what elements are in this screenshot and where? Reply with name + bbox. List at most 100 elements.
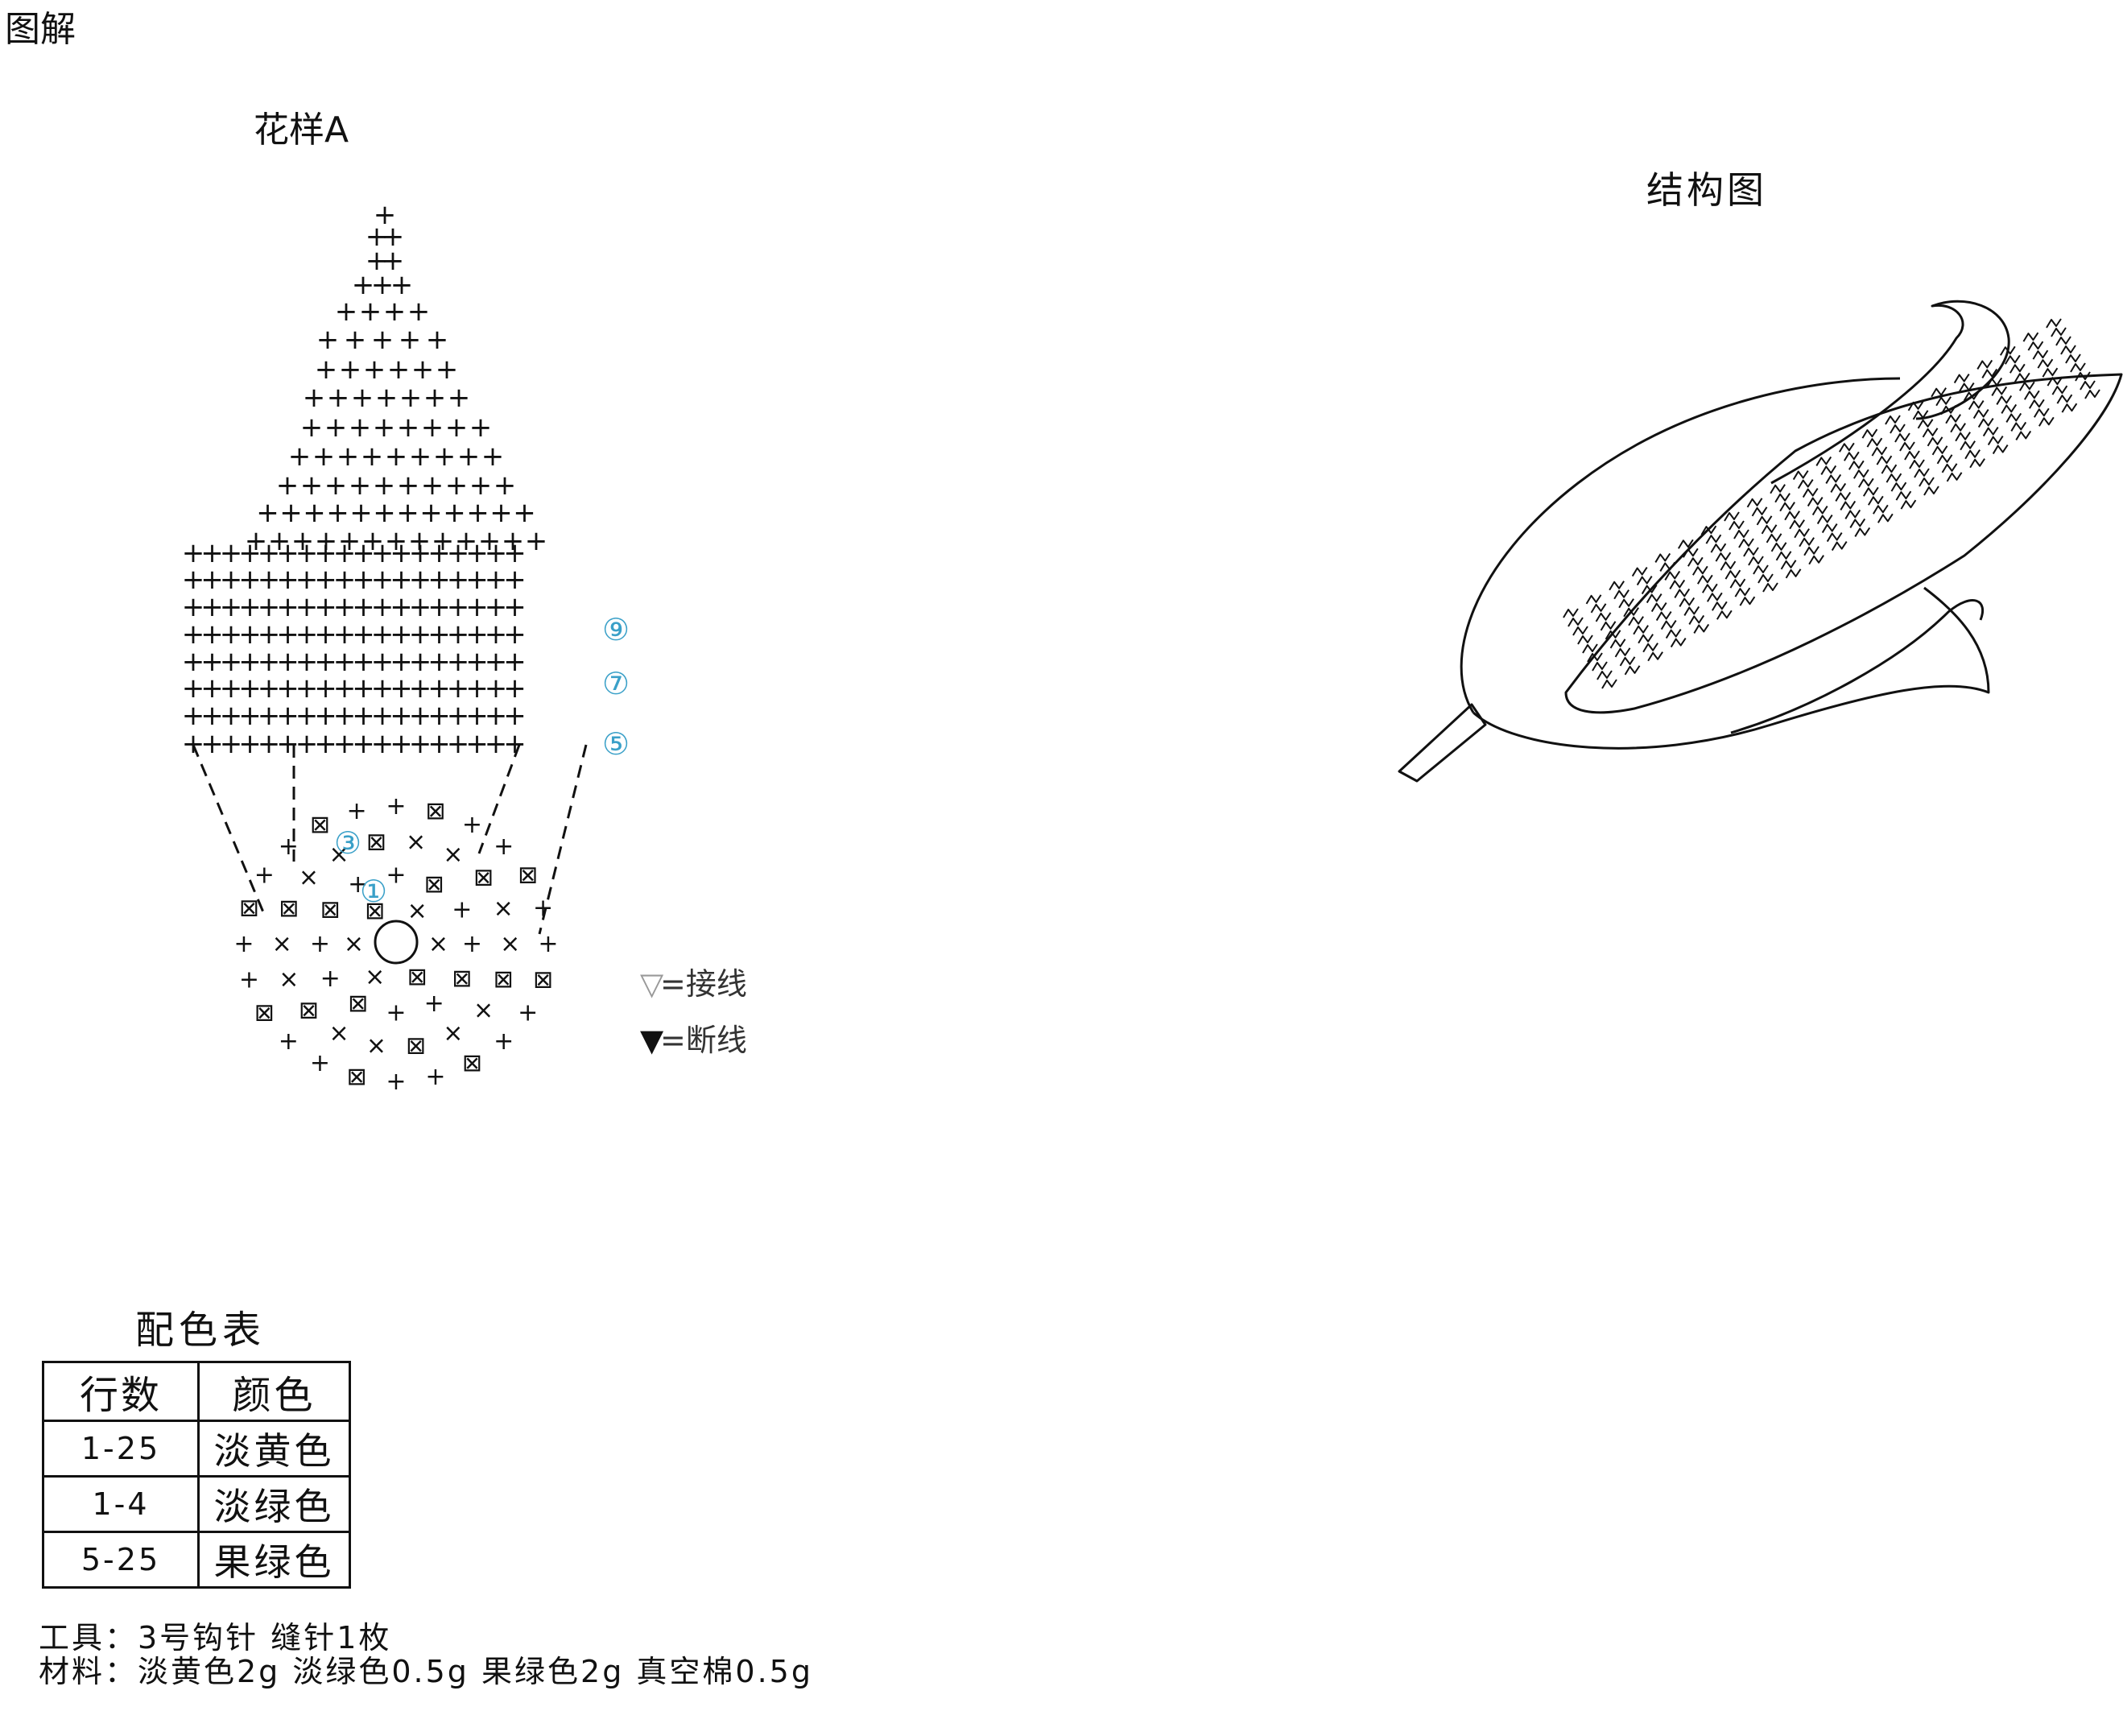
stitch-symbol: + [276,591,299,623]
kernel-mark [1803,546,1819,556]
stitch-symbol: × [473,996,494,1024]
kernel-mark [1624,665,1641,676]
stitch-symbol: + [324,411,348,444]
stitch-symbol: + [390,564,413,596]
stitch-symbol: + [423,382,447,414]
stitch-symbol: × [344,930,364,958]
stitch-symbol: + [373,469,396,502]
stitch-symbol: + [448,382,471,414]
kernel-mark [1563,608,1579,618]
kernel-mark [1683,606,1700,616]
stitch-symbol: + [385,440,408,473]
kernel-mark [1873,504,1889,515]
kernel-mark [1996,395,2013,405]
stitch-symbol: + [462,930,482,958]
pattern-a-title: 花样A [254,110,349,151]
stitch-symbol: + [238,700,262,732]
structure-diagram-title: 结构图 [1646,168,1767,212]
stitch-symbol: + [390,700,413,732]
kernel-mark [1746,498,1763,508]
kernel-mark [1863,486,1879,497]
stitch-symbol: + [525,525,548,557]
row-color: 淡绿色 [197,1475,351,1533]
stitch-symbol: + [352,564,375,596]
stitch-symbol: + [200,537,224,569]
kernel-mark [1605,630,1621,640]
stitch-symbol: + [485,700,508,732]
stitch-symbol: + [182,728,205,760]
kernel-mark [1904,450,1920,461]
stitch-symbol: + [338,525,361,557]
kernel-mark [1779,502,1795,512]
stitch-symbol: + [268,525,291,557]
stitch-symbol: + [485,537,508,569]
table-row: 1-4 淡绿色 [42,1475,351,1533]
stitch-symbol: × [500,930,520,958]
stitch-symbol: + [447,591,470,623]
kernel-mark [2037,358,2054,369]
kernel-mark [1923,486,1939,496]
stitch-symbol: + [333,591,357,623]
kernel-mark [1596,670,1613,680]
kernel-mark [1981,368,1998,378]
stitch-symbol: + [303,382,326,414]
stitch-symbol: + [276,564,299,596]
stitch-symbol: + [339,353,362,386]
kernel-mark [1861,428,1878,439]
stitch-symbol: + [371,324,394,356]
stitch-symbol: + [445,411,469,444]
kernel-mark [1871,446,1888,457]
stitch-symbol: × [365,963,385,991]
stitch-symbol: + [295,537,319,569]
stitch-symbol: + [465,700,489,732]
kernel-mark [1775,551,1792,561]
kernel-mark [1650,602,1667,613]
stitch-symbol: ⊠ [299,996,319,1024]
stitch-symbol: + [421,411,444,444]
stitch-symbol: ⊠ [310,811,330,839]
kernel-mark [2046,318,2062,329]
stitch-symbol: + [485,591,508,623]
kernel-mark [1609,581,1625,591]
kernel-mark [1931,387,1947,398]
stitch-symbol: + [316,324,340,356]
stitch-symbol: + [279,1027,299,1056]
kernel-mark [1807,497,1824,507]
kernel-mark [1774,493,1791,503]
kernel-mark [1825,473,1842,484]
stitch-symbol: + [349,411,372,444]
kernel-mark [1876,455,1893,465]
stitch-symbol: + [382,245,405,277]
stitch-symbol: + [258,564,281,596]
stitch-symbol: + [182,618,205,651]
stitch-symbol: + [409,618,432,651]
kernel-mark [1986,377,2003,387]
kernel-mark [1868,495,1884,506]
kernel-mark [1927,436,1943,447]
stitch-symbol: + [452,895,472,924]
kernel-mark [1969,458,1985,469]
stitch-symbol: + [409,440,432,473]
stitch-symbol: + [361,440,384,473]
row-marker-9: ⑨ [602,612,630,647]
stitch-symbol: ⊠ [348,990,368,1018]
kernel-mark [1770,484,1786,494]
kernel-mark [1642,643,1658,653]
kernel-mark [1839,442,1855,453]
kernel-mark [1972,409,1989,420]
kernel-mark [1960,440,1976,451]
kernel-mark [1848,460,1865,470]
stitch-symbol: + [426,324,449,356]
stitch-symbol: + [502,525,525,557]
stitch-symbol: ⊠ [239,895,259,923]
stitch-symbol: + [276,646,299,678]
stitch-symbol: + [352,672,375,705]
stitch-symbol: + [327,382,350,414]
row-marker-5: ⑤ [602,726,630,762]
stitch-symbol: + [409,564,432,596]
stitch-symbol: ⊠ [365,897,385,925]
stitch-symbol: + [348,870,368,899]
kernel-mark [1647,651,1663,662]
break-yarn-legend-text: =断线 [660,1023,747,1058]
stitch-symbol: + [233,930,254,958]
